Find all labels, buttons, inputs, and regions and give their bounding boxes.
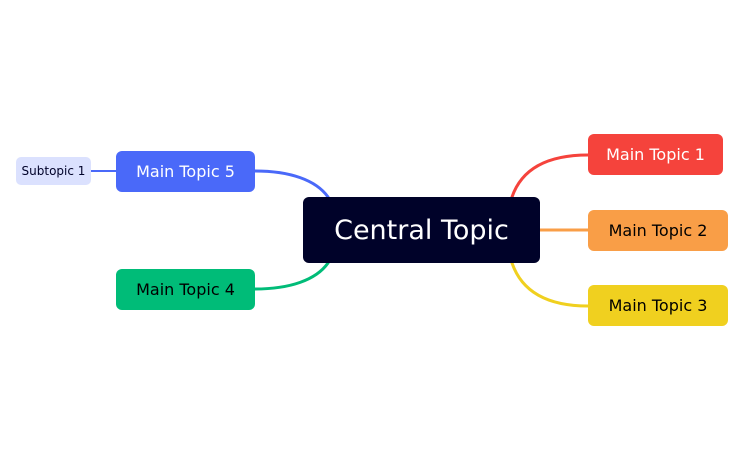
connector-5 [253, 169, 330, 199]
main-topic-3[interactable]: Main Topic 3 [588, 285, 728, 326]
main-topic-1[interactable]: Main Topic 1 [588, 134, 723, 175]
connector-1 [510, 153, 590, 199]
main-topic-4[interactable]: Main Topic 4 [116, 269, 255, 310]
main-topic-2[interactable]: Main Topic 2 [588, 210, 728, 251]
connector-4 [253, 261, 330, 291]
subtopic-1[interactable]: Subtopic 1 [16, 157, 91, 185]
connector-3 [510, 261, 590, 308]
central-topic[interactable]: Central Topic [303, 197, 540, 263]
main-topic-5[interactable]: Main Topic 5 [116, 151, 255, 192]
